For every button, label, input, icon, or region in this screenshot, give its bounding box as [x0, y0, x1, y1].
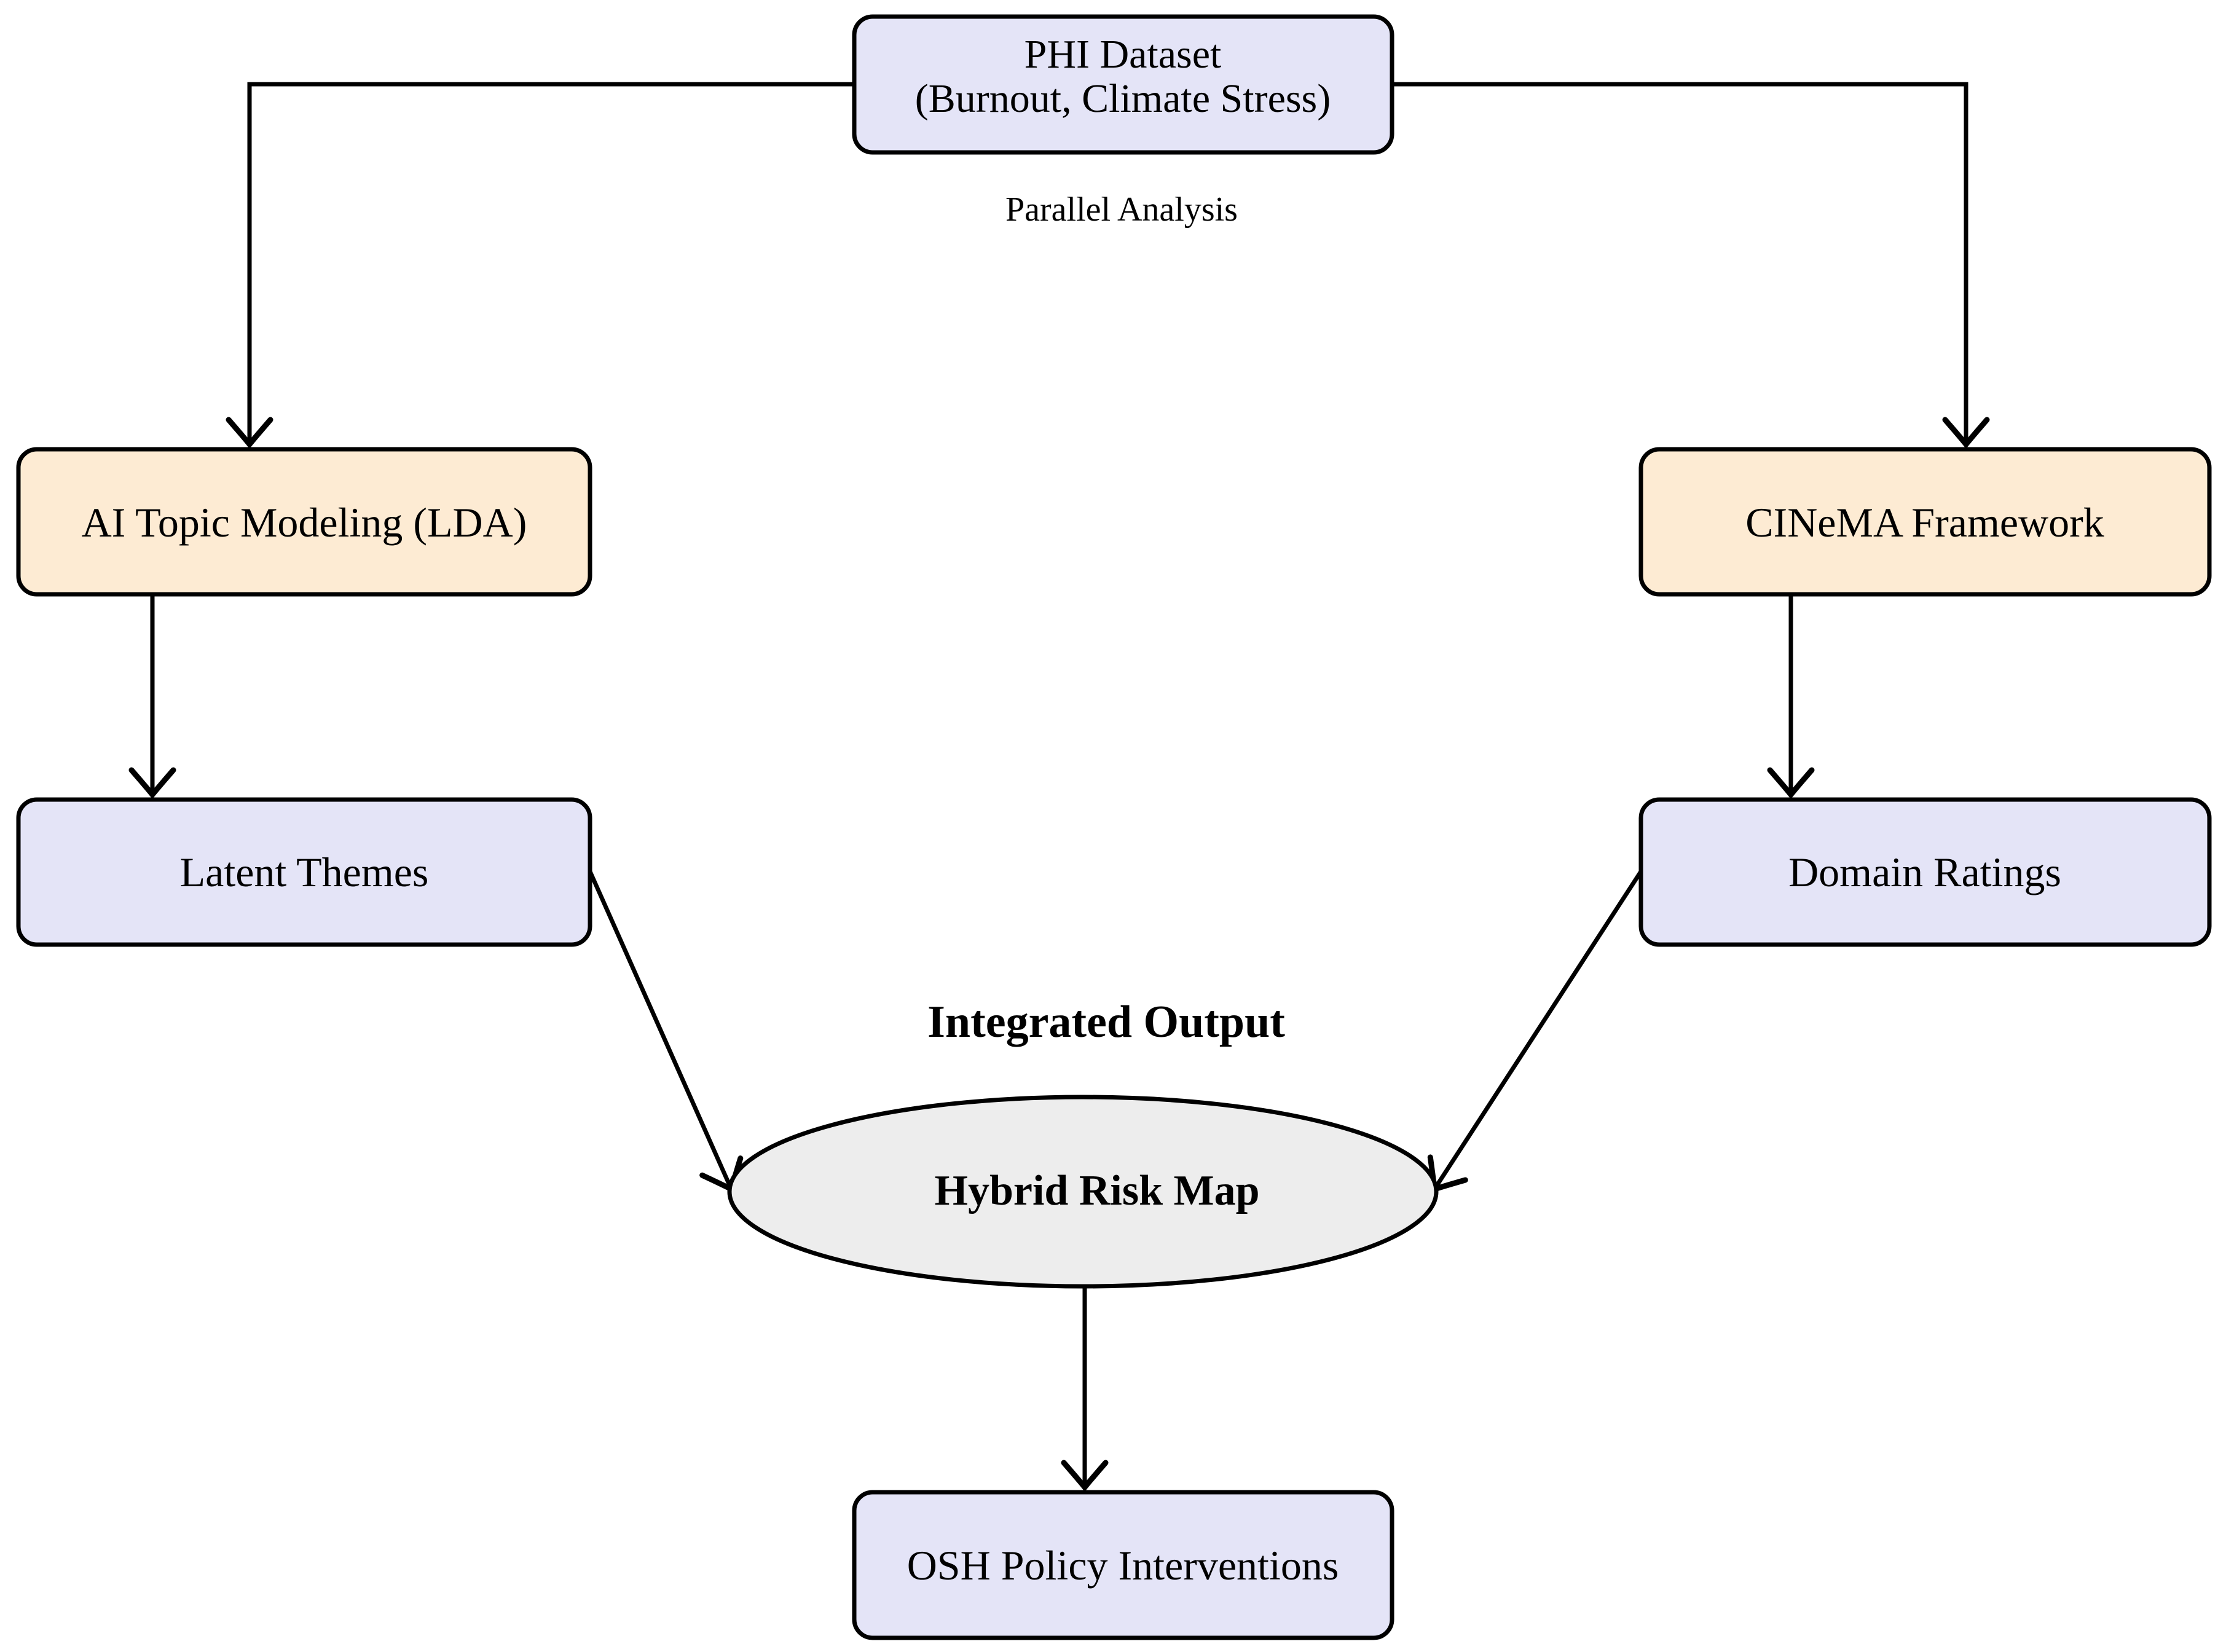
domain-ratings-node [1638, 797, 2212, 947]
hybrid-risk-map-node [727, 1095, 1439, 1289]
latent-themes-label: Latent Themes [180, 849, 429, 895]
parallel-analysis-label: Parallel Analysis [1005, 191, 1238, 229]
cinema-framework-label: CINeMA Framework [1745, 499, 2104, 546]
ai-topic-modeling-node [16, 447, 592, 597]
hybrid-risk-map-label: Hybrid Risk Map [935, 1167, 1260, 1214]
edge-phi-to-ai-topic [226, 82, 854, 449]
domain-ratings-label: Domain Ratings [1788, 849, 2061, 895]
phi-dataset-node [852, 14, 1394, 155]
phi-dataset-label-line2: (Burnout, Climate Stress) [915, 76, 1331, 121]
cinema-framework-node [1638, 447, 2212, 597]
integrated-output-label: Integrated Output [927, 997, 1285, 1047]
phi-dataset-label-line1: PHI Dataset [1024, 32, 1222, 77]
ai-topic-modeling-label: AI Topic Modeling (LDA) [82, 499, 527, 546]
osh-policy-label: OSH Policy Interventions [907, 1542, 1339, 1589]
edge-phi-to-cinema [1392, 82, 1990, 449]
edge-domain-to-hybrid [1427, 870, 1643, 1194]
edge-latent-to-hybrid [588, 870, 744, 1194]
latent-themes-node [16, 797, 592, 947]
osh-policy-node [852, 1490, 1394, 1640]
